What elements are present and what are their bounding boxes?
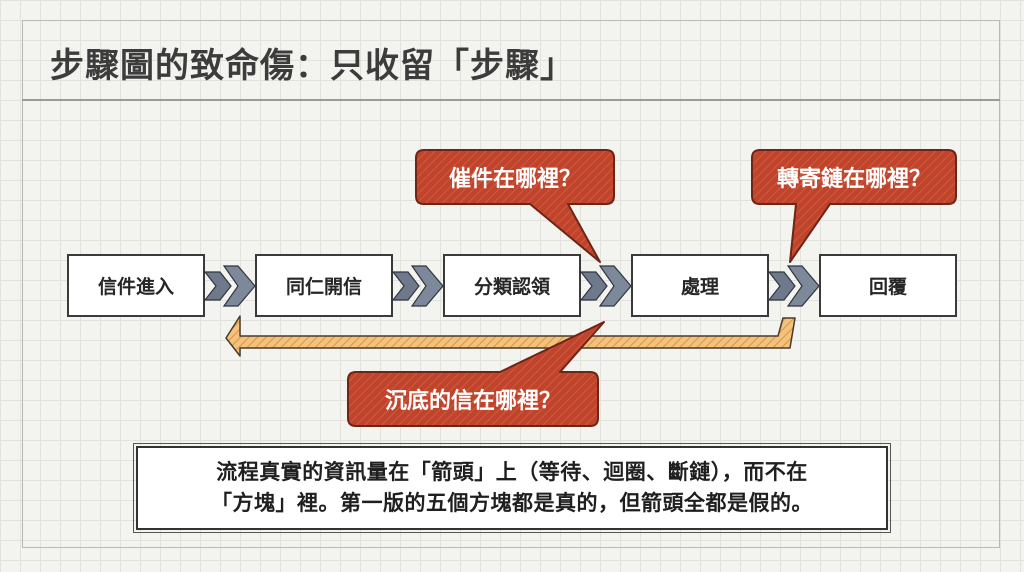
step-label: 同仁開信 <box>286 275 362 298</box>
callout-label: 轉寄鏈在哪裡？ <box>777 166 931 192</box>
callout-label: 催件在哪裡？ <box>449 166 581 192</box>
step-label: 處理 <box>681 276 719 298</box>
step-box-3: 分類認領 <box>443 254 581 317</box>
step-label: 信件進入 <box>98 275 174 298</box>
callout-forward-chain: 轉寄鏈在哪裡？ <box>751 149 957 263</box>
note-line-1: 流程真實的資訊量在「箭頭」上（等待、迴圈、斷鏈），而不在 <box>216 460 808 484</box>
insight-note: 流程真實的資訊量在「箭頭」上（等待、迴圈、斷鏈），而不在 「方塊」裡。第一版的五… <box>133 443 891 533</box>
callout-reminder: 催件在哪裡？ <box>415 149 615 263</box>
connector-arrow-3 <box>579 265 632 307</box>
step-label: 回覆 <box>869 276 908 298</box>
callout-sunk-mail: 沉底的信在哪裡？ <box>347 321 605 427</box>
note-line-2: 「方塊」裡。第一版的五個方塊都是真的，但箭頭全都是假的。 <box>211 491 813 515</box>
loop-back-arrow <box>225 315 796 357</box>
connector-arrow-4 <box>767 265 820 307</box>
step-box-5: 回覆 <box>819 254 957 317</box>
callout-label: 沉底的信在哪裡？ <box>385 388 561 414</box>
step-box-2: 同仁開信 <box>255 254 393 317</box>
step-box-1: 信件進入 <box>67 254 205 317</box>
connector-arrow-1 <box>203 265 256 307</box>
step-label: 分類認領 <box>474 275 551 298</box>
slide-frame <box>22 20 1000 548</box>
step-box-4: 處理 <box>631 254 769 317</box>
title-divider <box>22 99 1000 101</box>
connector-arrow-2 <box>391 265 444 307</box>
slide-title: 步驟圖的致命傷：只收留「步驟」 <box>50 46 575 86</box>
